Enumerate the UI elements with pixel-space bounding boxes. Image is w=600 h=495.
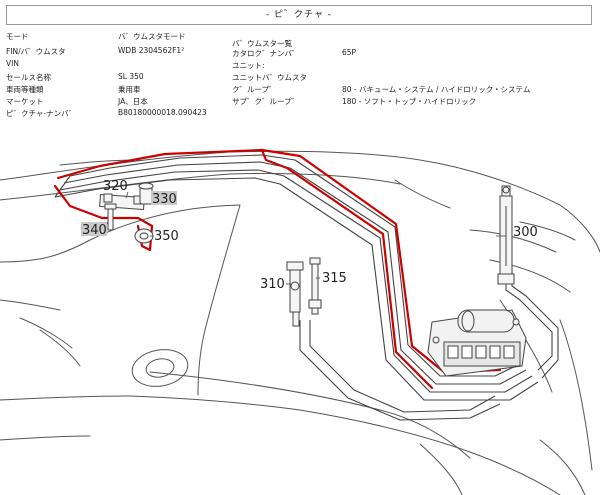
- callout-350[interactable]: 350: [154, 229, 179, 244]
- cylinder-310: [286, 261, 304, 327]
- highlighted-hydraulic-line: [53, 148, 502, 390]
- svg-text:330: 330: [152, 192, 177, 207]
- svg-text:300: 300: [513, 225, 538, 240]
- bolt-340: [104, 203, 117, 231]
- info-label-sales-name: セールス名称: [6, 73, 51, 82]
- cylinder-315: [308, 257, 322, 315]
- callout-340[interactable]: 340: [81, 222, 107, 238]
- hydraulic-lines: [54, 154, 559, 421]
- info-label-catalog-number: カタロク゛ナンバ゛: [232, 49, 300, 58]
- info-label-unit-number: ユニットバ゛ウムスタ: [232, 73, 307, 82]
- info-label-vehicle-type: 車両等種類: [6, 85, 44, 94]
- cylinder-300: [497, 185, 515, 285]
- info-label-vin: VIN: [6, 59, 19, 68]
- info-value-group: 80 - バキューム・システム / ハイドロリック・システム: [342, 85, 531, 94]
- hydraulic-diagram: 300 310 315 320 330 340 350: [0, 148, 600, 495]
- info-value-fin: WDB 2304562F1²: [118, 46, 185, 55]
- info-label-picture-number: ピ゛クチャ-ナンバ゛: [6, 109, 77, 118]
- info-value-vehicle-type: 乗用車: [118, 85, 141, 94]
- info-label-unit: ユニット:: [232, 61, 265, 70]
- svg-text:320: 320: [103, 179, 128, 194]
- vehicle-info-table: モード バ゛ウムスタモード FIN/バ゛ウムスタ WDB 2304562F1² …: [0, 0, 600, 140]
- info-label-market: マーケット: [6, 97, 44, 106]
- info-label-list: バ゛ウムスタ一覧: [232, 39, 292, 48]
- info-value-sales-name: SL 350: [118, 72, 144, 81]
- callout-330[interactable]: 330: [151, 191, 177, 207]
- callout-310[interactable]: 310: [260, 277, 285, 292]
- info-value-catalog-number: 65P: [342, 48, 357, 57]
- hydraulic-pump-unit: [427, 309, 527, 377]
- info-label-subgroup: サブ゛ク゛ループ゛: [232, 97, 300, 106]
- clip-350: [134, 228, 154, 244]
- info-value-mode: バ゛ウムスタモード: [118, 32, 186, 41]
- callout-300[interactable]: 300: [513, 225, 538, 240]
- info-value-market: JA、日本: [118, 97, 148, 106]
- svg-text:340: 340: [82, 223, 107, 238]
- svg-text:350: 350: [154, 229, 179, 244]
- svg-text:315: 315: [322, 271, 347, 286]
- svg-text:310: 310: [260, 277, 285, 292]
- info-value-picture-number: B80180000018.090423: [118, 108, 207, 117]
- plug-330: [138, 182, 154, 205]
- info-value-subgroup: 180 - ソフト・トップ・ハイドロリック: [342, 97, 477, 106]
- info-label-mode: モード: [6, 32, 29, 41]
- info-label-group: ク゛ループ゛: [232, 85, 277, 94]
- info-label-fin: FIN/バ゛ウムスタ: [6, 47, 66, 56]
- picture-title: - ピ゛クチャ -: [6, 5, 592, 25]
- callout-315[interactable]: 315: [322, 271, 347, 286]
- callout-320[interactable]: 320: [103, 179, 128, 194]
